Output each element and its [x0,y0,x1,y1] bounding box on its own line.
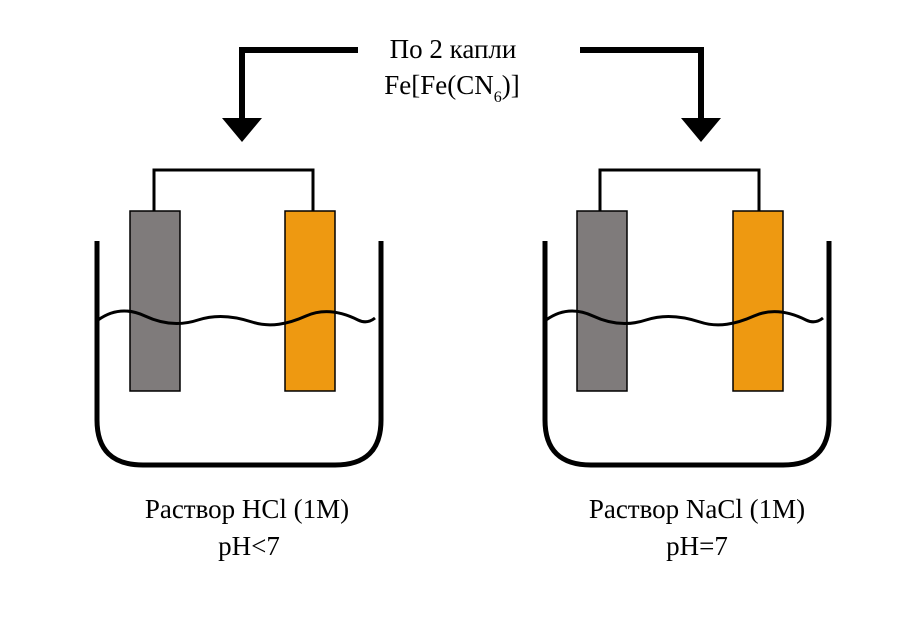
reagent-formula-end: )] [502,70,520,100]
left-beaker-assembly [94,168,384,468]
right-arrow-shaft [580,47,704,122]
reagent-formula-subscript: 6 [494,89,502,106]
right-beaker [542,241,832,468]
right-ph-label: pH=7 [666,531,728,561]
right-solution-label: Раствор NaCl (1M) [589,494,805,524]
left-beaker [94,241,384,468]
right-arrow-head [681,118,721,142]
reagent-label-line1: По 2 капли [390,34,517,64]
left-wire [152,168,315,211]
right-wire [598,168,761,211]
right-copper-electrode [732,210,784,392]
left-solution-label: Раствор HCl (1M) [145,494,349,524]
right-iron-electrode [576,210,628,392]
left-ph-label: pH<7 [218,531,280,561]
left-copper-electrode [284,210,336,392]
left-iron-electrode [129,210,181,392]
left-dropping-arrow [222,47,358,142]
reagent-formula: Fe[Fe(CN6)] [384,70,519,106]
right-dropping-arrow [580,47,721,142]
right-beaker-assembly [542,168,832,468]
left-arrow-shaft [239,47,358,122]
left-liquid-surface [97,309,376,327]
left-arrow-head [222,118,262,142]
reagent-formula-main: Fe[Fe(CN [384,70,494,100]
right-liquid-surface [545,309,824,327]
